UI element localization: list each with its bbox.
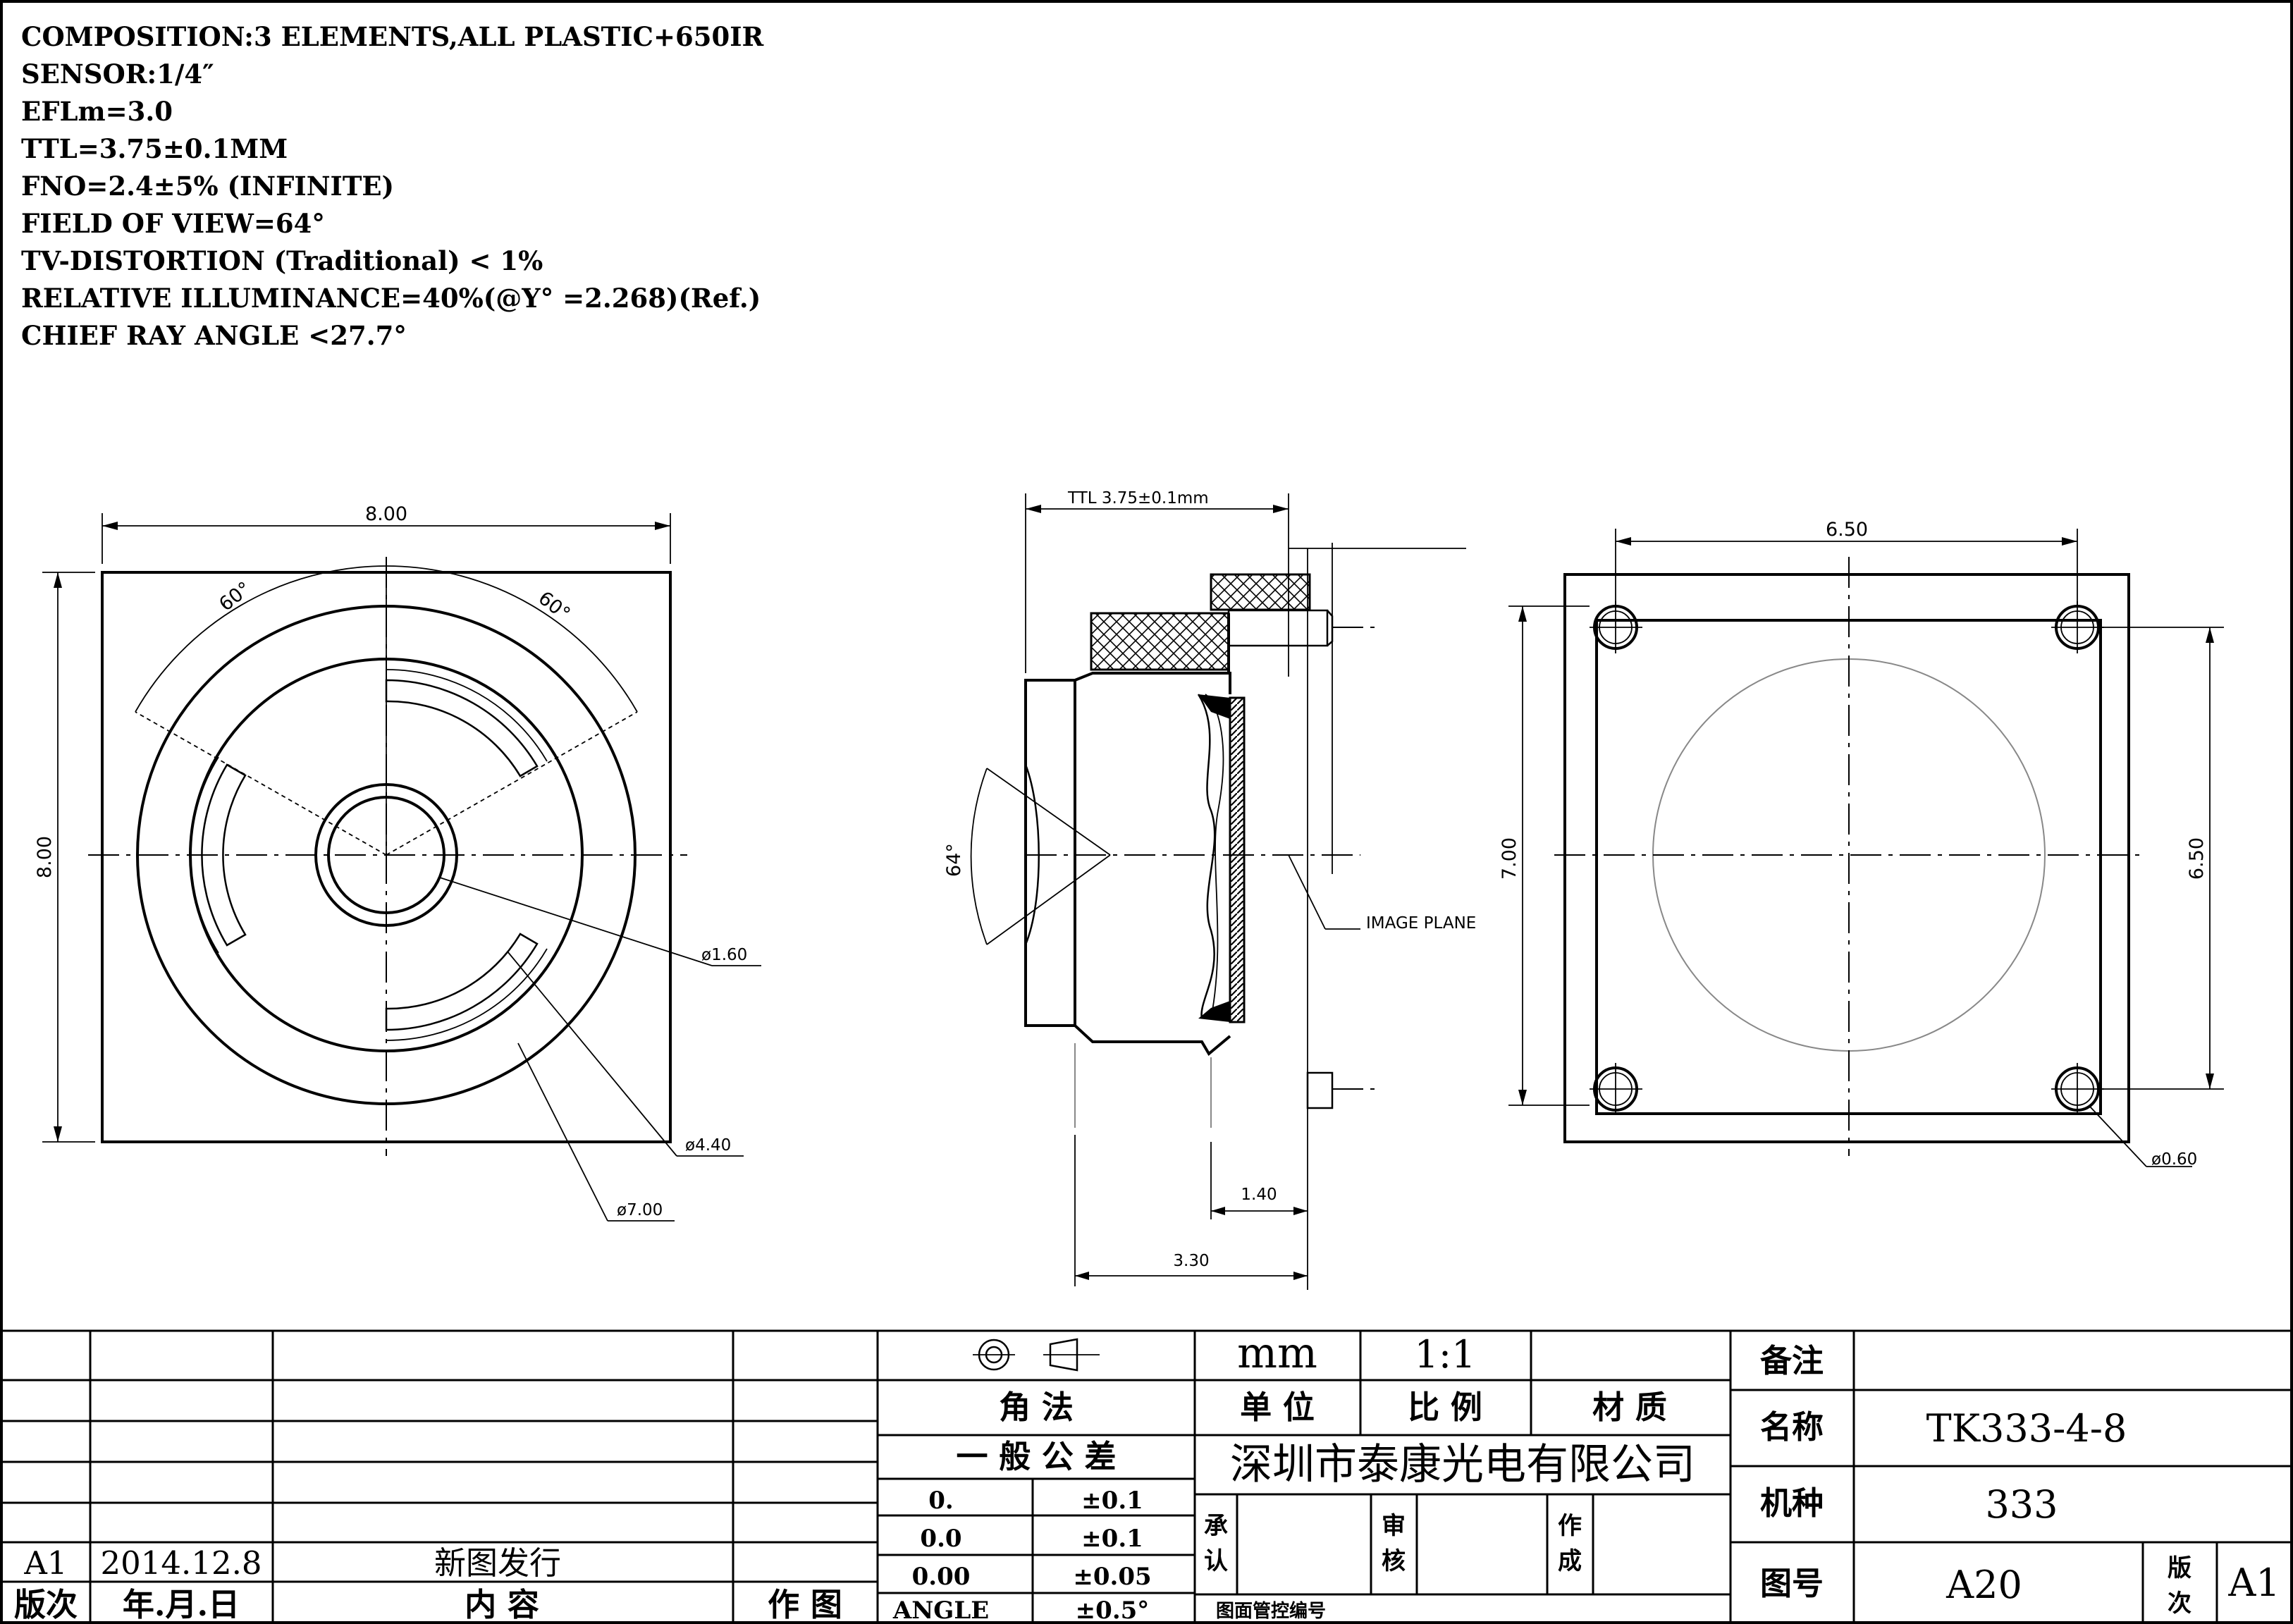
header-author: 作 图 [768,1586,842,1623]
scale-label: 比 例 [1408,1389,1482,1426]
identity-block: 备注 名称 TK333-4-8 机种 333 图号 A20 版 次 A1 [1730,1331,2292,1623]
name-label: 名称 [1760,1408,1824,1446]
material-label: 材 质 [1592,1389,1667,1426]
spec-composition: COMPOSITION:3 ELEMENTS,ALL PLASTIC+650IR [21,21,764,52]
revision-content: 新图发行 [434,1544,561,1582]
version-label-b: 次 [2168,1589,2191,1618]
front-height-dim: 8.00 [34,836,56,878]
tol-value-0: ±0.1 [1081,1487,1143,1515]
front-view: 60° 60° 8.00 8.00 ø1.60 ø4.40 ø7.00 [34,503,761,1222]
dia-label-7-00: ø7.00 [617,1201,663,1219]
ttl-dim: TTL 3.75±0.1mm [1067,489,1209,508]
tol-value-1: ±0.1 [1081,1525,1143,1553]
hole-dia-label: ø0.60 [2151,1150,2197,1169]
tol-value-3: ±0.5° [1076,1597,1150,1624]
angle-label-left: 60° [215,578,255,616]
company-block: mm 1:1 单 位 比 例 材 质 深圳市泰康光电有限公司 承 认 审 核 作… [1195,1329,1732,1623]
company-name: 深圳市泰康光电有限公司 [1230,1440,1695,1489]
tol-precision-0: 0. [928,1487,954,1515]
revision-version: A1 [23,1544,67,1582]
tolerance-label: 一 般 公 差 [957,1438,1117,1475]
dim-1-40: 1.40 [1241,1186,1277,1204]
name-value: TK333-4-8 [1926,1406,2127,1451]
tol-precision-2: 0.00 [912,1563,971,1591]
spec-ttl: TTL=3.75±0.1MM [21,133,288,164]
spec-fno: FNO=2.4±5% (INFINITE) [21,171,394,202]
back-height-dim: 7.00 [1499,837,1520,880]
mount-hole-tr [2051,601,2104,653]
fov-dim: 64° [943,843,965,877]
dia-label-1-60: ø1.60 [701,946,747,964]
unit-value: mm [1237,1329,1317,1378]
standard-block: 角 法 一 般 公 差 0. ±0.1 0.0 ±0.1 0.00 ±0.05 … [878,1331,1196,1624]
spec-sensor: SENSOR:1/4″ [21,59,214,90]
model-value: 333 [1985,1482,2058,1527]
hole-spacing-x-dim: 6.50 [1826,519,1868,541]
header-content: 内 容 [465,1586,539,1623]
tol-precision-3: ANGLE [892,1597,989,1624]
dia-label-4-40: ø4.40 [685,1136,731,1155]
header-date: 年.月.日 [123,1586,240,1623]
title-block: A1 2014.12.8 新图发行 版次 年.月.日 内 容 作 图 [1,1329,2292,1624]
version-label-a: 版 [2168,1554,2191,1582]
tol-value-2: ±0.05 [1073,1563,1151,1591]
spec-fov: FIELD OF VIEW=64° [21,208,325,239]
revision-date: 2014.12.8 [100,1544,262,1582]
header-version: 版次 [14,1586,78,1623]
projection-symbol-icon [973,1338,1100,1372]
drawing-no-label: 图号 [1760,1565,1824,1602]
tol-precision-1: 0.0 [920,1525,961,1553]
approve-a: 承 [1204,1512,1228,1540]
drawing-no-value: A20 [1945,1563,2022,1607]
author-b: 成 [1558,1547,1582,1575]
projection-label: 角 法 [999,1389,1074,1426]
back-view: 6.50 6.50 7.00 ø0.60 [1499,519,2224,1169]
spec-cra: CHIEF RAY ANGLE <27.7° [21,320,407,351]
review-b: 核 [1382,1547,1406,1575]
hole-spacing-y-dim: 6.50 [2186,837,2208,880]
angle-label-right: 60° [534,587,574,625]
spec-distortion: TV-DISTORTION (Traditional) < 1% [21,245,543,276]
specification-block: COMPOSITION:3 ELEMENTS,ALL PLASTIC+650IR… [21,21,764,351]
image-plane-label: IMAGE PLANE [1366,914,1476,933]
author-a: 作 [1558,1512,1582,1540]
revision-table: A1 2014.12.8 新图发行 版次 年.月.日 内 容 作 图 [1,1331,879,1623]
remark-label: 备注 [1760,1342,1824,1379]
mount-hole-bl [1590,1063,1642,1115]
spec-illuminance: RELATIVE ILLUMINANCE=40%(@Y° =2.268)(Ref… [21,283,761,314]
front-width-dim: 8.00 [365,503,407,525]
version-value: A1 [2227,1561,2280,1605]
scale-value: 1:1 [1415,1332,1476,1377]
dim-3-30: 3.30 [1173,1252,1209,1270]
spec-efl: EFLm=3.0 [21,96,173,127]
mount-hole-br [2051,1063,2104,1115]
side-view: TTL 3.75±0.1mm 64° [943,489,1476,1290]
review-a: 审 [1382,1512,1406,1540]
model-label: 机种 [1760,1484,1824,1522]
approve-b: 认 [1204,1547,1228,1575]
unit-label: 单 位 [1240,1389,1315,1426]
drawing-control-label: 图面管控编号 [1216,1600,1326,1622]
